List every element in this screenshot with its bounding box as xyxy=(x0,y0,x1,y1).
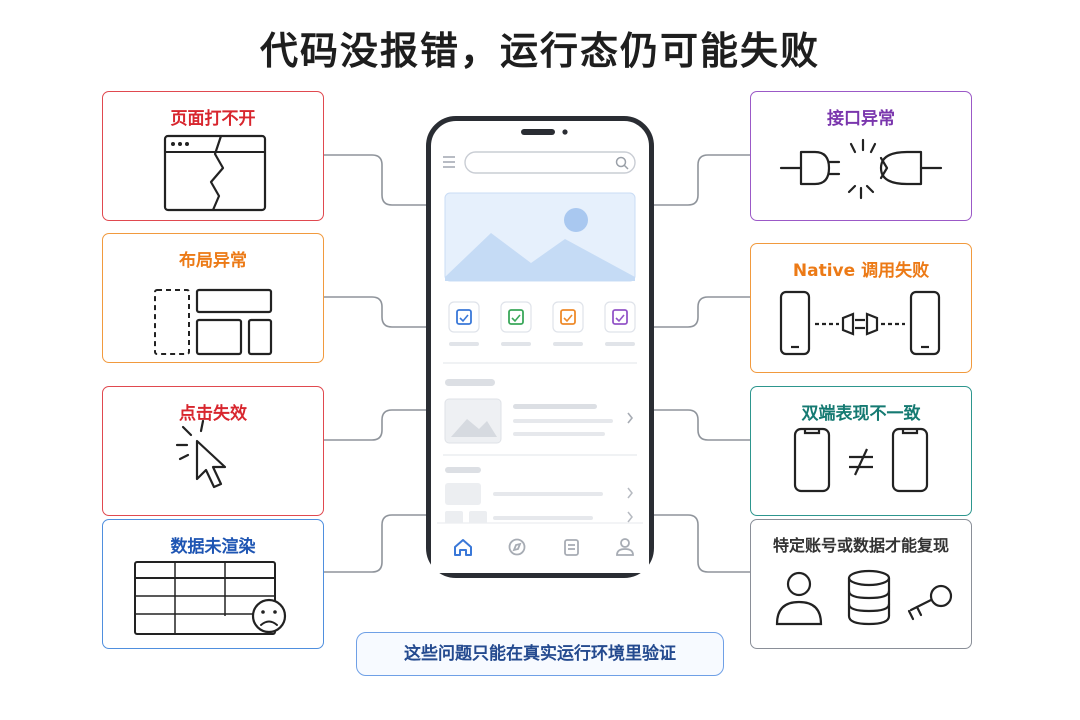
broken-page-icon xyxy=(163,134,267,212)
card-page-not-open: 页面打不开 xyxy=(102,91,324,221)
phone-mockup xyxy=(426,116,654,578)
chevron-right-icon xyxy=(627,511,633,523)
card-label: 特定账号或数据才能复现 xyxy=(772,536,949,555)
two-phones-not-equal-icon xyxy=(793,427,929,493)
card-platform-inconsistency: 双端表现不一致 xyxy=(750,386,972,516)
card-label: 页面打不开 xyxy=(170,109,256,129)
section-heading-placeholder xyxy=(445,379,495,386)
list-item[interactable] xyxy=(445,511,633,525)
section-heading-placeholder xyxy=(445,467,481,473)
user-database-key-icon xyxy=(775,569,953,626)
page-title: 代码没报错，运行态仍可能失败 xyxy=(259,29,820,73)
search-icon[interactable] xyxy=(615,156,629,170)
footer-note: 这些问题只能在真实运行环境里验证 xyxy=(356,632,724,676)
card-specific-account-repro: 特定账号或数据才能复现 xyxy=(750,519,972,649)
card-layout-abnormal: 布局异常 xyxy=(102,233,324,363)
tab-profile-icon[interactable] xyxy=(616,538,634,556)
cursor-click-icon xyxy=(175,419,227,489)
list-item[interactable] xyxy=(444,398,634,444)
chevron-right-icon xyxy=(627,487,633,499)
quick-action-4[interactable] xyxy=(604,301,636,346)
phone-camera xyxy=(562,129,568,135)
native-bridge-icon xyxy=(779,290,941,356)
tab-home-icon[interactable] xyxy=(454,539,472,556)
broken-layout-icon xyxy=(154,288,273,356)
card-native-call-failed: Native 调用失败 xyxy=(750,243,972,373)
phone-speaker xyxy=(521,129,555,135)
tab-list-icon[interactable] xyxy=(564,539,579,556)
card-label: Native 调用失败 xyxy=(792,261,930,281)
list-item[interactable] xyxy=(445,483,633,505)
tab-discover-icon[interactable] xyxy=(508,538,526,556)
quick-action-1[interactable] xyxy=(448,301,480,346)
card-api-error: 接口异常 xyxy=(750,91,972,221)
quick-action-3[interactable] xyxy=(552,301,584,346)
search-bar[interactable] xyxy=(464,151,636,174)
chevron-right-icon xyxy=(627,412,634,424)
card-click-failure: 点击失效 xyxy=(102,386,324,516)
quick-action-2[interactable] xyxy=(500,301,532,346)
card-label: 点击失效 xyxy=(179,404,247,424)
menu-icon[interactable] xyxy=(443,156,455,168)
card-label: 布局异常 xyxy=(179,251,247,271)
empty-table-sad-icon xyxy=(134,561,287,635)
card-label: 数据未渲染 xyxy=(170,537,256,557)
unplugged-icon xyxy=(779,138,943,200)
card-label: 接口异常 xyxy=(827,109,895,129)
banner-image xyxy=(444,192,636,282)
card-data-not-rendered: 数据未渲染 xyxy=(102,519,324,649)
card-label: 双端表现不一致 xyxy=(801,404,921,424)
